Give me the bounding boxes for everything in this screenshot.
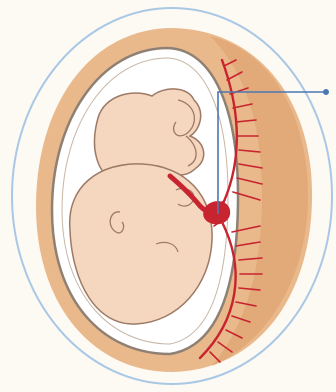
label-pointer-dot — [323, 89, 329, 95]
